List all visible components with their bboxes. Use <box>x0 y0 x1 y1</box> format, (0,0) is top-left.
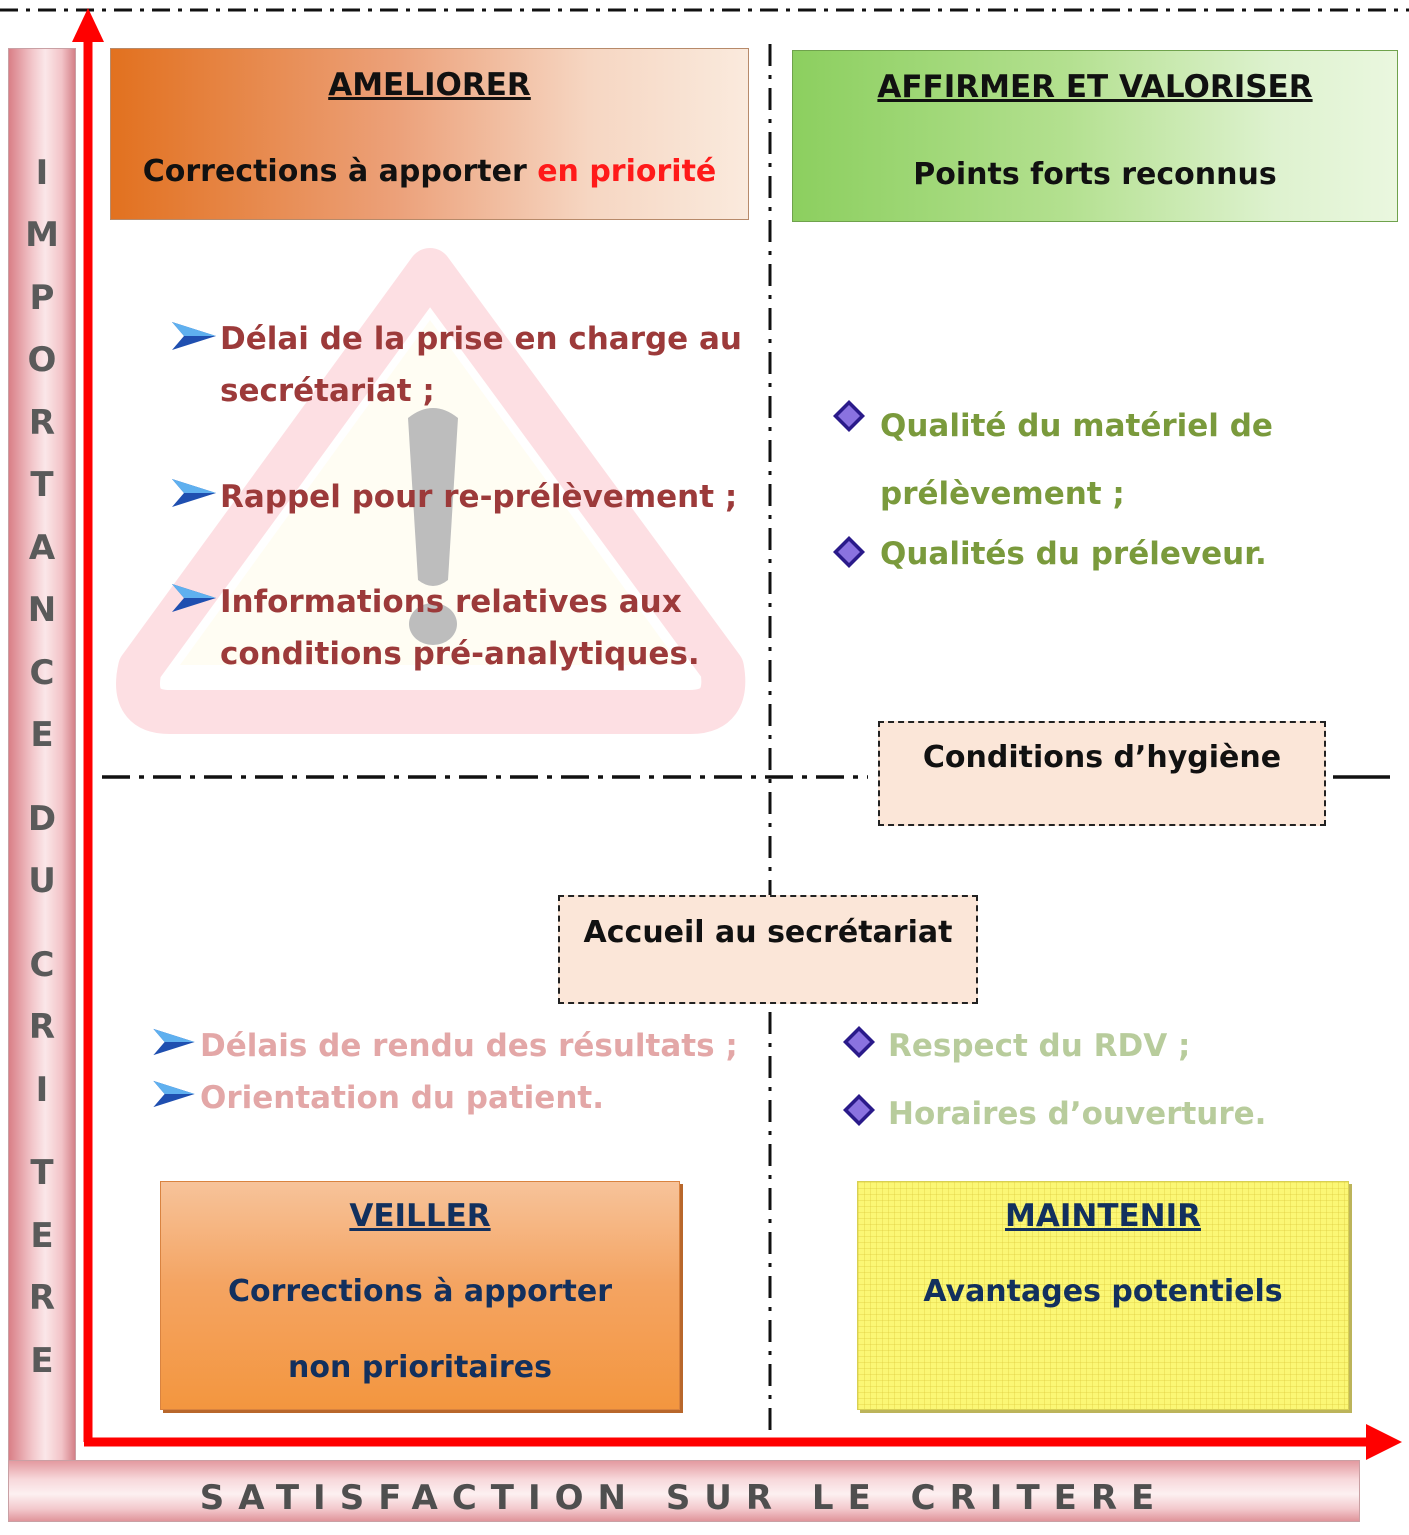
accueil-label: Accueil au secrétariat <box>583 915 953 950</box>
y-axis-letter: P <box>29 278 55 318</box>
y-axis-letter: E <box>30 1341 54 1381</box>
maintenir-subtitle: Avantages potentiels <box>923 1274 1283 1309</box>
list-item: Qualités du préleveur. <box>880 528 1267 580</box>
list-item-line: Horaires d’ouverture. <box>888 1096 1267 1132</box>
veiller-box: VEILLER Corrections à apporter non prior… <box>160 1181 680 1410</box>
x-axis-label: SATISFACTION SUR LE CRITERE <box>199 1478 1169 1518</box>
y-axis-letter: T <box>30 1153 54 1193</box>
diamond-bullet-icon <box>833 536 865 568</box>
hygiene-box: Conditions d’hygiène <box>878 721 1326 826</box>
veiller-subtitle-line1: Corrections à apporter <box>227 1274 612 1309</box>
y-axis-letter: T <box>30 465 54 505</box>
veiller-subtitle-line2: non prioritaires <box>288 1350 552 1385</box>
list-item: Respect du RDV ; <box>888 1020 1190 1072</box>
arrow-bullet-icon <box>172 584 216 612</box>
y-axis-letter: R <box>28 1007 56 1047</box>
hygiene-label: Conditions d’hygiène <box>922 740 1282 775</box>
y-axis-arrowhead-icon <box>72 8 104 42</box>
y-axis-letter: A <box>28 528 56 568</box>
ameliorer-title: AMELIORER <box>328 67 531 103</box>
maintenir-title: MAINTENIR <box>1005 1198 1201 1234</box>
ameliorer-subtitle: Corrections à apporter en priorité <box>111 154 748 189</box>
list-item-line: secrétariat ; <box>220 373 435 409</box>
list-item-line: Rappel pour re-prélèvement ; <box>220 479 738 515</box>
y-axis-letter: M <box>25 215 59 255</box>
y-axis-letter: R <box>28 403 56 443</box>
ameliorer-subtitle-highlight: en priorité <box>537 154 717 189</box>
list-item: Qualité du matériel de prélèvement ; <box>880 392 1273 528</box>
y-axis-letter: U <box>28 861 56 901</box>
y-axis-letter: R <box>28 1278 56 1318</box>
arrow-bullet-icon <box>172 322 216 350</box>
y-axis-letter: E <box>30 715 54 755</box>
veiller-title: VEILLER <box>349 1198 491 1234</box>
maintenir-box: MAINTENIR Avantages potentiels <box>857 1181 1349 1410</box>
list-item-line: Qualités du préleveur. <box>880 536 1267 572</box>
list-item: Horaires d’ouverture. <box>888 1088 1266 1140</box>
ameliorer-subtitle-main: Corrections à apporter <box>142 154 538 189</box>
y-axis-letter: E <box>30 1216 54 1256</box>
y-axis-letter: O <box>27 340 57 380</box>
ameliorer-box: AMELIORER Corrections à apporter en prio… <box>110 48 749 220</box>
diamond-bullet-icon <box>843 1094 875 1126</box>
y-axis-letter: C <box>29 945 55 985</box>
y-axis-letter: N <box>27 590 57 630</box>
affirmer-valoriser-subtitle: Points forts reconnus <box>913 157 1277 192</box>
list-item-line: Délais de rendu des résultats ; <box>200 1028 738 1064</box>
list-item-line: Respect du RDV ; <box>888 1028 1191 1064</box>
list-item-line: conditions pré-analytiques. <box>220 636 700 672</box>
list-item: Rappel pour re-prélèvement ; <box>220 471 737 523</box>
list-item: Informations relatives aux conditions pr… <box>220 576 700 680</box>
list-item-line: Qualité du matériel de <box>880 408 1273 444</box>
y-axis-label-band: I M P O R T A N C E D U C R I T E R E <box>8 48 76 1462</box>
y-axis-letter: I <box>35 1070 49 1110</box>
affirmer-valoriser-box: AFFIRMER ET VALORISER Points forts recon… <box>792 50 1398 222</box>
diamond-bullet-icon <box>843 1026 875 1058</box>
arrow-bullet-icon <box>153 1080 195 1108</box>
affirmer-valoriser-title: AFFIRMER ET VALORISER <box>877 69 1313 105</box>
diamond-bullet-icon <box>833 400 865 432</box>
list-item: Délais de rendu des résultats ; Orientat… <box>200 1020 738 1124</box>
y-axis-letter: I <box>35 153 49 193</box>
list-item-line: Informations relatives aux <box>220 584 682 620</box>
arrow-bullet-icon <box>153 1028 195 1056</box>
y-axis-letter: C <box>29 653 55 693</box>
list-item-line: Délai de la prise en charge au <box>220 321 742 357</box>
warning-triangle-icon <box>116 248 746 734</box>
x-axis-label-band: SATISFACTION SUR LE CRITERE <box>8 1460 1360 1522</box>
arrow-bullet-icon <box>172 479 216 507</box>
accueil-box: Accueil au secrétariat <box>558 895 978 1004</box>
x-axis-arrowhead-icon <box>1366 1424 1402 1460</box>
list-item-line: Orientation du patient. <box>200 1080 604 1116</box>
y-axis-letter: D <box>27 799 57 839</box>
list-item: Délai de la prise en charge au secrétari… <box>220 313 742 417</box>
list-item-line: prélèvement ; <box>880 476 1125 512</box>
